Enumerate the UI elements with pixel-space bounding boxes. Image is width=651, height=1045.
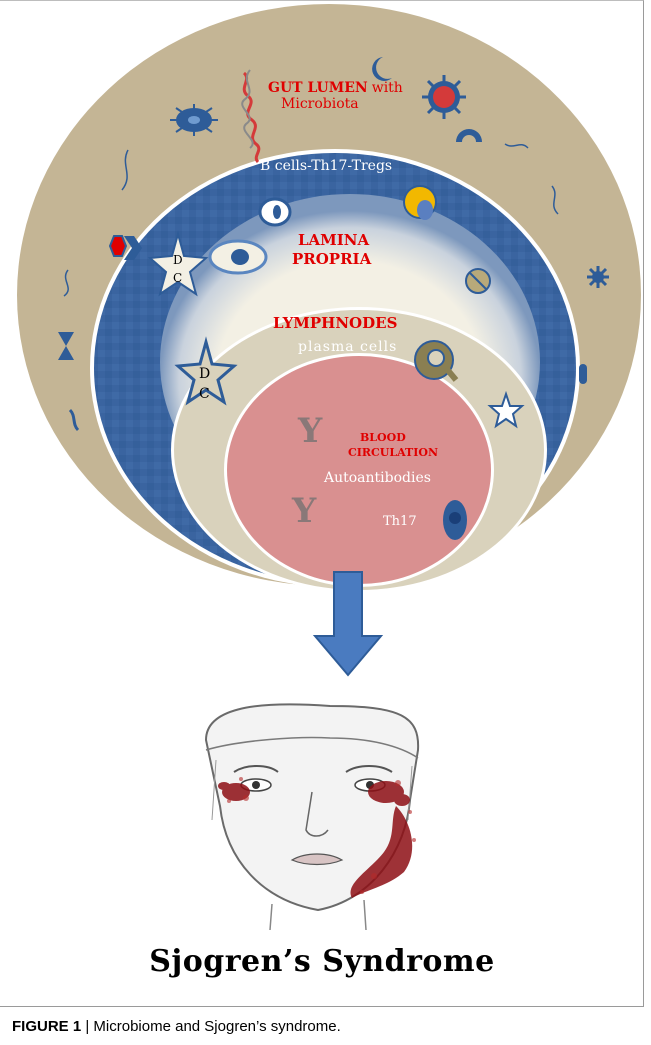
dc-label-1-c: C (173, 271, 182, 285)
propria-label: PROPRIA (292, 250, 372, 268)
gut-lumen-sublabel: Microbiota (281, 96, 359, 112)
lymphnodes-label: LYMPHNODES (273, 314, 397, 332)
dc-label-2-c: C (199, 386, 210, 402)
antibody-symbol-2: Y (291, 491, 317, 531)
dc-label-2-d: D (199, 366, 210, 382)
face-illustration (206, 704, 418, 930)
cells-label: B cells-Th17-Tregs (260, 158, 392, 174)
caption-separator: | (81, 1018, 93, 1035)
figure-caption: FIGURE 1 | Microbiome and Sjogren’s synd… (12, 1018, 341, 1035)
syndrome-title: Sjogren’s Syndrome (0, 944, 644, 979)
figure-label: FIGURE 1 (12, 1018, 81, 1035)
th17-label: Th17 (383, 514, 417, 529)
caption-text: Microbiome and Sjogren’s syndrome. (93, 1018, 340, 1035)
blood-label: BLOOD (360, 431, 406, 444)
plasma-cells-label: plasma cells (298, 339, 397, 355)
lamina-label: LAMINA (298, 231, 370, 249)
dc-label-1-d: D (173, 253, 183, 267)
autoantibodies-label: Autoantibodies (323, 470, 431, 486)
circulation-label: CIRCULATION (348, 446, 438, 459)
antibody-symbol-1: Y (297, 411, 323, 451)
